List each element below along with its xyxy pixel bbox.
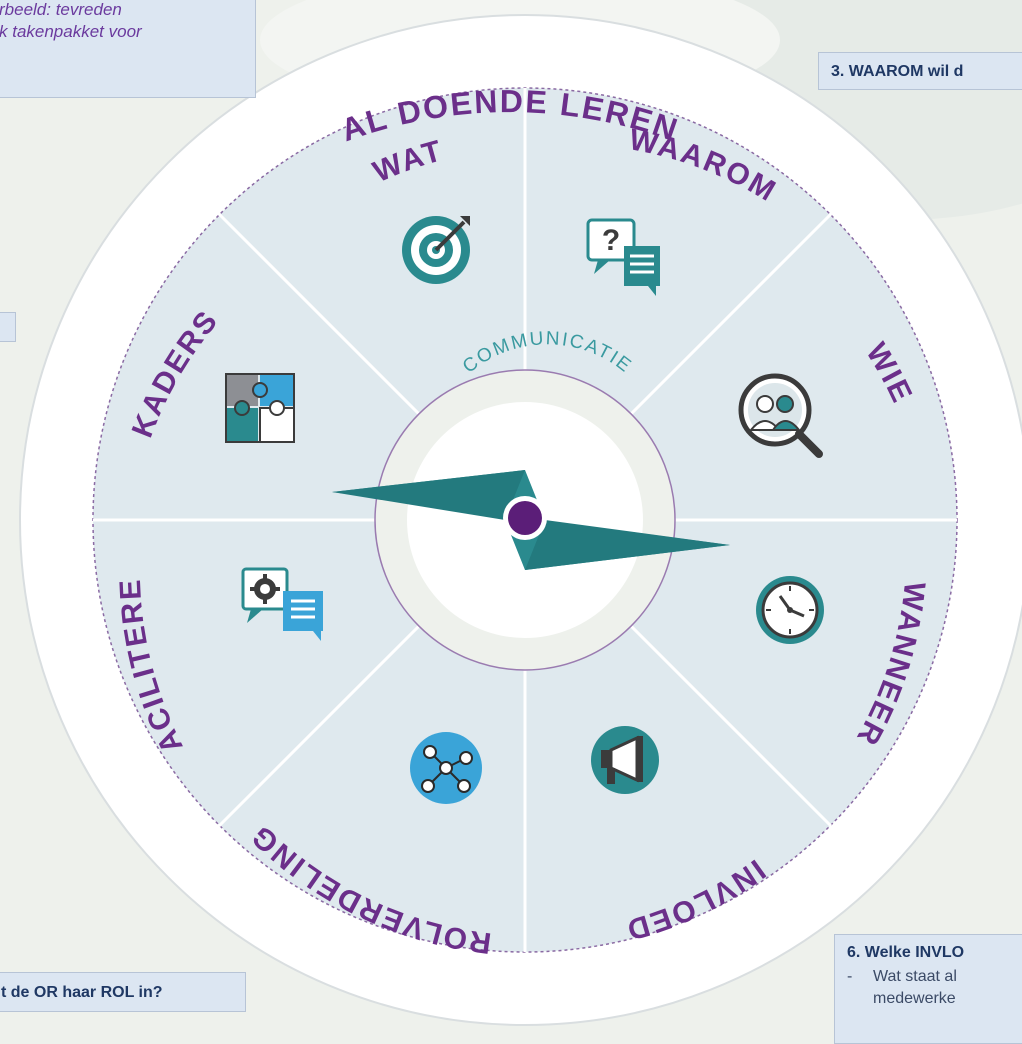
gear-chat-icon <box>241 567 323 641</box>
note-q3: 3. WAAROM wil d <box>818 52 1022 90</box>
network-icon <box>410 732 482 804</box>
note-bottom-left-text: t de OR haar ROL in? <box>1 984 163 1001</box>
svg-text:?: ? <box>602 224 620 257</box>
note-bottom-left: t de OR haar ROL in? <box>0 972 246 1012</box>
note-top-left: rbeeld: tevreden k takenpakket voor <box>0 0 256 98</box>
megaphone-icon <box>591 726 659 794</box>
needle-hub <box>508 501 542 535</box>
note-q6-line1: Wat staat al <box>873 968 957 985</box>
target-icon <box>402 216 470 284</box>
note-q6-line2: medewerke <box>873 990 956 1007</box>
note-q6: 6. Welke INVLO - Wat staat al medewerke <box>834 934 1022 1044</box>
note-top-left-line2: k takenpakket voor <box>0 22 142 41</box>
compass-needle-right-shade <box>525 520 730 570</box>
puzzle-icon <box>225 373 295 443</box>
clock-icon <box>756 576 824 644</box>
note-top-left-line1: rbeeld: tevreden <box>0 0 122 19</box>
people-search-icon <box>738 373 823 458</box>
note-q3-text: 3. WAAROM wil d <box>831 63 964 80</box>
question-chat-icon: ? <box>586 218 660 296</box>
compass-needle-left-shade <box>332 470 525 520</box>
note-q6-dash: - <box>847 968 853 985</box>
note-left-blank <box>0 312 16 342</box>
note-q6-title: 6. Welke INVLO <box>847 944 965 961</box>
